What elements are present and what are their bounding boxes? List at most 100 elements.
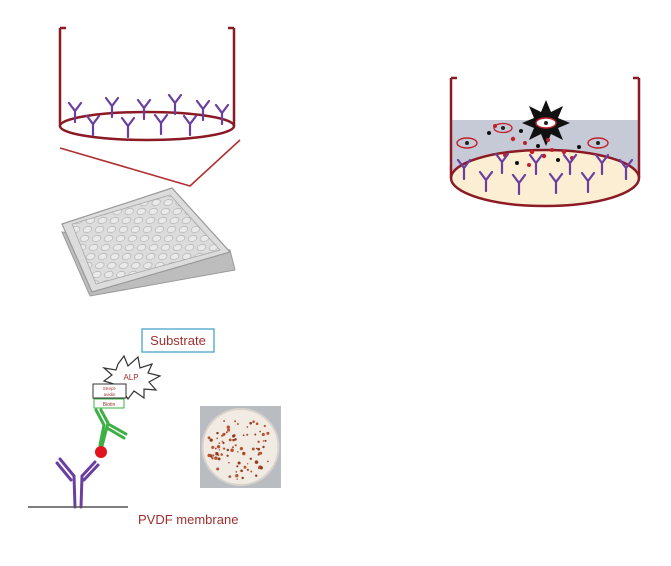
- microplate: [61, 187, 236, 297]
- spot: [257, 440, 260, 443]
- spot: [255, 422, 259, 426]
- spot: [222, 441, 225, 445]
- spot: [259, 430, 261, 433]
- spot: [218, 449, 221, 451]
- spot: [267, 460, 269, 463]
- spots: [207, 420, 270, 480]
- spot: [216, 431, 219, 435]
- well-wall: [58, 28, 236, 126]
- spot: [239, 446, 244, 451]
- spot: [226, 425, 230, 429]
- spot: [240, 469, 243, 473]
- spot: [234, 420, 237, 423]
- streptavidin-box: [92, 383, 127, 399]
- detection-antibody: [94, 408, 128, 448]
- spot: [263, 424, 266, 428]
- spot: [242, 434, 245, 437]
- spot: [215, 452, 219, 456]
- streptavidin-label-1: Strept-: [103, 386, 117, 391]
- spot: [252, 420, 255, 423]
- biotin-box: [93, 398, 125, 409]
- spot: [207, 436, 211, 440]
- spot: [250, 470, 253, 473]
- spot: [266, 431, 270, 435]
- spot: [246, 433, 249, 436]
- substrate-label: Substrate: [150, 333, 206, 348]
- cell: [456, 137, 478, 149]
- spot: [255, 447, 258, 450]
- spot: [254, 460, 259, 464]
- substrate-box: [141, 328, 215, 353]
- spot: [255, 474, 258, 477]
- spot: [234, 438, 237, 441]
- spot-well-photo: [200, 406, 281, 488]
- spot: [209, 438, 213, 442]
- spot: [214, 447, 217, 450]
- spot: [228, 461, 230, 464]
- spot: [224, 433, 226, 435]
- spot: [227, 428, 231, 432]
- spot: [257, 466, 261, 470]
- spot: [237, 461, 241, 465]
- spot: [226, 454, 229, 457]
- spot: [228, 475, 232, 478]
- secretion-well-diagram: [449, 76, 641, 208]
- plate-wells: [71, 194, 221, 285]
- activated-cell: [522, 100, 570, 146]
- spot: [262, 445, 265, 449]
- spot: [264, 439, 267, 442]
- spot: [212, 454, 215, 457]
- spot: [222, 447, 226, 450]
- spot: [234, 444, 237, 447]
- spot: [211, 445, 215, 449]
- spot: [236, 478, 238, 480]
- pvdf-label: PVDF membrane: [138, 512, 238, 527]
- spot: [236, 465, 239, 468]
- spot: [237, 451, 239, 453]
- spot: [230, 448, 234, 453]
- spot: [211, 457, 214, 460]
- spot: [225, 431, 228, 434]
- spot: [257, 447, 261, 451]
- spot: [243, 465, 247, 469]
- spot: [261, 432, 265, 437]
- spot: [246, 426, 249, 428]
- cell: [587, 137, 609, 149]
- coated-well-diagram: [58, 26, 241, 187]
- cell: [493, 122, 513, 134]
- spot: [216, 437, 219, 440]
- spot: [235, 474, 239, 478]
- spot: [246, 468, 249, 471]
- secreted-cytokines: [487, 124, 581, 167]
- spot: [220, 453, 223, 456]
- cytokine-antigen: [95, 446, 107, 458]
- spot: [214, 456, 218, 460]
- capture-antibody: [55, 457, 100, 509]
- streptavidin-label-2: avidin: [104, 392, 116, 397]
- spot: [218, 442, 221, 445]
- spot: [217, 457, 221, 461]
- detection-schematic: Substrate ALP Strept- avidin Biotin PVDF…: [28, 328, 238, 527]
- spot: [220, 435, 223, 437]
- spot: [249, 421, 252, 425]
- spot: [236, 423, 239, 425]
- spot: [226, 448, 230, 452]
- spot: [235, 471, 238, 473]
- zoom-lines: [59, 139, 241, 187]
- alp-label: ALP: [123, 373, 138, 382]
- spot: [210, 455, 213, 458]
- spot: [232, 439, 234, 441]
- spot: [221, 440, 224, 443]
- spot: [231, 446, 235, 449]
- spot: [241, 476, 244, 480]
- spot: [251, 447, 255, 451]
- spot: [262, 440, 265, 442]
- spot: [246, 463, 249, 465]
- spot: [223, 420, 226, 422]
- spot: [258, 452, 261, 455]
- spot: [216, 467, 220, 471]
- well-floor: [449, 148, 641, 208]
- spot: [228, 438, 232, 442]
- well-wall-right: [449, 78, 641, 178]
